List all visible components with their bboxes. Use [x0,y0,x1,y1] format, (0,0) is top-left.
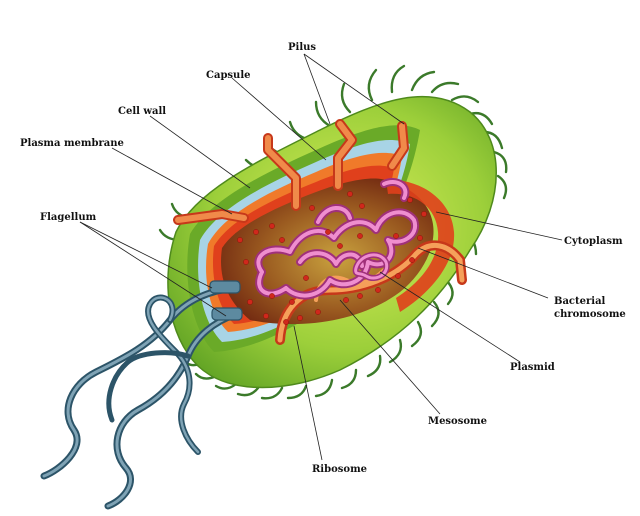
label-mesosome: Mesosome [428,416,487,427]
label-bacterial-chromosome-1: Bacterial [554,296,606,307]
flagella [40,284,240,510]
label-plasma-membrane: Plasma membrane [20,138,124,149]
plasmid [352,251,390,282]
label-cytoplasm: Cytoplasm [564,236,623,247]
leader-lines [79,53,563,461]
label-cell-wall: Cell wall [118,106,166,117]
bacterial-chromosome [254,177,420,300]
label-pilus: Pilus [288,42,316,53]
label-flagellum: Flagellum [40,212,97,223]
label-plasmid: Plasmid [510,362,555,373]
label-capsule: Capsule [206,70,251,81]
ribosomes [233,191,427,325]
labels: Pilus Capsule Cell wall Plasma membrane … [20,42,626,475]
pilus-stalks [173,119,409,225]
flagellum-hooks [209,280,243,321]
label-ribosome: Ribosome [312,464,367,475]
label-bacterial-chromosome-2: chromosome [554,309,626,320]
far-membrane [386,179,455,312]
